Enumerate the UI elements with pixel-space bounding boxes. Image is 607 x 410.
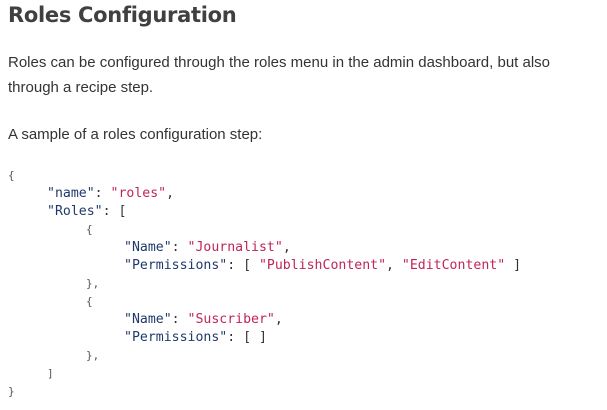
code-line-4: { (8, 221, 606, 239)
code-sep: : [ (227, 258, 259, 273)
code-string: "Journalist" (187, 240, 283, 255)
intro-line-1: Roles can be configured through the role… (8, 54, 551, 71)
code-sep: : (171, 240, 188, 255)
sample-paragraph: A sample of a roles configuration step: (8, 126, 263, 143)
code-line-12: ] (8, 365, 606, 383)
code-line-8: { (8, 293, 606, 311)
intro-paragraph: Roles can be configured through the role… (8, 50, 598, 100)
code-sep: : (171, 312, 188, 327)
code-tail: , (282, 240, 291, 255)
code-punc: }, (86, 349, 100, 362)
code-tail: [ (118, 204, 127, 219)
code-key: "Permissions" (124, 330, 228, 345)
code-punc: ] (47, 367, 54, 380)
code-sep: : [ ] (227, 330, 267, 345)
code-string: "PublishContent" (258, 258, 387, 273)
code-line-10: "Permissions": [ ] (8, 329, 606, 347)
code-punc: { (86, 223, 93, 236)
code-line-3: "Roles": [ (8, 203, 606, 221)
code-sep: : (94, 186, 111, 201)
code-line-11: }, (8, 347, 606, 365)
code-line-5: "Name": "Journalist", (8, 239, 606, 257)
code-punc: { (86, 295, 93, 308)
code-key: "Permissions" (124, 258, 228, 273)
code-key: "Roles" (47, 204, 103, 219)
page-title: Roles Configuration (8, 3, 237, 27)
code-block: { "name": "roles", "Roles": [ { "Name": … (8, 167, 606, 410)
code-key: "Name" (124, 240, 172, 255)
code-sep: : (102, 204, 119, 219)
code-tail: , (274, 312, 283, 327)
code-punc: }, (86, 277, 100, 290)
code-string: "roles" (110, 186, 167, 201)
code-mid: , (386, 258, 402, 273)
code-line-6: "Permissions": [ "PublishContent", "Edit… (8, 257, 606, 275)
code-line-2: "name": "roles", (8, 185, 606, 203)
code-key: "name" (47, 186, 95, 201)
code-line-7: }, (8, 275, 606, 293)
intro-line-2: through a recipe step. (8, 79, 154, 96)
code-tail: , (166, 186, 175, 201)
code-punc: { (8, 169, 15, 182)
code-string: "Suscriber" (187, 312, 275, 327)
code-line-1: { (8, 167, 606, 185)
code-line-13: } (8, 383, 606, 401)
code-tail: ] (505, 258, 522, 273)
code-key: "Name" (124, 312, 172, 327)
code-string: "EditContent" (401, 258, 506, 273)
code-punc: } (8, 385, 15, 398)
code-line-9: "Name": "Suscriber", (8, 311, 606, 329)
